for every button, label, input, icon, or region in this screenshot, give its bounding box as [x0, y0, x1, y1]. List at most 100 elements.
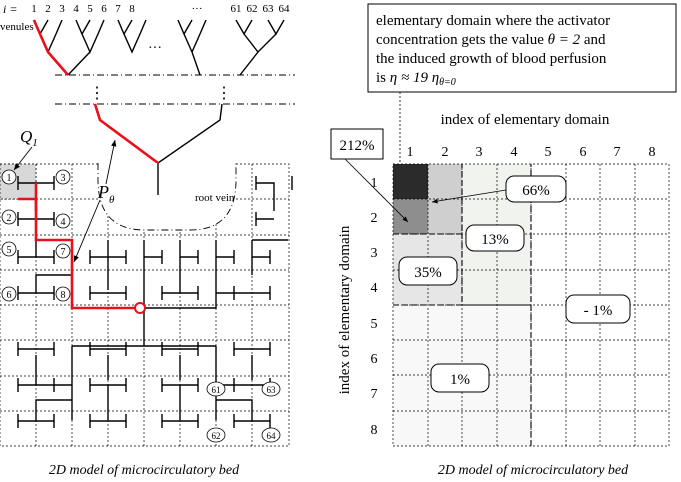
p-theta-arrow-up [105, 139, 117, 185]
label-66: 66% [522, 183, 550, 199]
red-path-endpoint [134, 302, 146, 314]
callout-box [367, 3, 677, 93]
row-index: 1 [371, 176, 378, 191]
column-indices: 1 2 3 4 5 6 7 8 [407, 145, 656, 160]
root-vein-branches [94, 103, 223, 164]
top-index: 63 [263, 3, 275, 15]
callout-line2: concentration gets the value θ = 2 and [376, 32, 606, 48]
p-theta-label: Pθ [97, 182, 115, 206]
top-index: 1 [31, 3, 37, 15]
circled-label: 6 [1, 286, 17, 302]
top-indices: 1 2 3 4 5 6 7 8 ··· 61 62 63 64 [31, 3, 290, 15]
column-index: 4 [511, 145, 518, 160]
column-index: 8 [649, 145, 656, 160]
top-index: 3 [59, 3, 65, 15]
cell-1-1 [393, 164, 428, 199]
svg-text:2: 2 [7, 213, 12, 224]
label-1-box [430, 363, 490, 393]
cell-2-1 [393, 199, 428, 234]
label-1: 1% [450, 372, 470, 388]
column-index: 3 [476, 145, 483, 160]
svg-text:8: 8 [61, 290, 66, 301]
top-axis-label: index of elementary domain [441, 112, 610, 128]
circled-label: 7 [55, 243, 71, 259]
top-index: 5 [87, 3, 93, 15]
circled-label: 8 [55, 286, 71, 302]
root-vein-outline [97, 163, 237, 231]
label-66-box [505, 175, 567, 203]
zone-boundaries [393, 164, 532, 446]
top-index: 8 [129, 3, 135, 15]
circled-label: 63 [261, 381, 281, 397]
mid-ellipsis: ··· [148, 41, 162, 56]
row-index: 4 [371, 281, 378, 296]
circled-label: 64 [261, 427, 281, 443]
h-tree-network [17, 176, 293, 428]
circled-label: 1 [1, 169, 17, 185]
arrow-212 [344, 158, 409, 223]
svg-text:64: 64 [267, 431, 277, 441]
row-index: 6 [371, 352, 378, 367]
circled-label: 62 [206, 427, 226, 443]
left-panel: i = 1 2 3 4 5 6 7 8 ··· 61 62 63 64 venu… [0, 2, 295, 478]
label-212: 212% [340, 138, 375, 154]
top-index: 64 [279, 3, 291, 15]
row-index: 7 [371, 387, 378, 402]
vdots: ⋮ [89, 85, 105, 102]
label-35: 35% [414, 265, 442, 281]
circled-labels: 1 3 2 4 5 7 6 8 61 63 62 64 [1, 169, 281, 443]
q1-arrow [13, 146, 33, 171]
label-35-box [398, 256, 458, 286]
column-index: 7 [614, 145, 621, 160]
label-212-box [330, 128, 384, 160]
root-vein-label: root vein [195, 192, 235, 204]
red-path-start [18, 197, 38, 211]
column-index: 2 [442, 145, 449, 160]
svg-text:61: 61 [212, 385, 221, 395]
top-index: 2 [45, 3, 51, 15]
column-index: 5 [545, 145, 552, 160]
right-panel: elementary domain where the activator co… [330, 3, 677, 478]
callout-line4: is η ≈ 19 ηθ=0 [376, 70, 456, 88]
top-index: 62 [247, 3, 258, 15]
venules-label: venules [0, 21, 34, 33]
row-index: 2 [371, 211, 378, 226]
circled-label: 61 [206, 381, 226, 397]
row-index: 3 [371, 246, 378, 261]
svg-text:1: 1 [7, 173, 12, 184]
right-caption: 2D model of microcirculatory bed [438, 463, 629, 478]
callout-line3: the induced growth of blood perfusion [376, 51, 607, 67]
row-index: 8 [371, 423, 378, 438]
label-neg1: - 1% [584, 303, 613, 319]
i-label: i = [3, 2, 17, 16]
svg-text:7: 7 [61, 247, 66, 258]
callout-line1: elementary domain where the activator [376, 13, 610, 29]
svg-text:62: 62 [212, 431, 221, 441]
top-index: 4 [73, 3, 79, 15]
left-caption: 2D model of microcirculatory bed [49, 463, 240, 478]
column-index: 6 [580, 145, 587, 160]
p-theta-arrow-down [73, 199, 101, 263]
svg-text:63: 63 [267, 385, 277, 395]
top-index: 6 [101, 3, 107, 15]
top-index: 7 [115, 3, 121, 15]
vdots: ⋮ [216, 85, 232, 102]
label-13-box [465, 224, 525, 252]
top-index: 61 [231, 3, 242, 15]
svg-text:5: 5 [7, 245, 12, 256]
top-ellipsis: ··· [192, 3, 203, 15]
row-indices: 1 2 3 4 5 6 7 8 [371, 176, 378, 438]
circled-label: 5 [1, 241, 17, 257]
red-path-top [32, 19, 69, 76]
row-index: 5 [371, 317, 378, 332]
circled-label: 4 [55, 213, 71, 229]
left-axis-label: index of elementary domain [337, 225, 353, 394]
svg-text:6: 6 [7, 290, 12, 301]
svg-text:3: 3 [61, 173, 66, 184]
arrow-66 [431, 189, 507, 204]
label-neg1-box [565, 294, 631, 324]
circled-label: 2 [1, 209, 17, 225]
q1-label: Q1 [20, 127, 38, 149]
label-13: 13% [481, 232, 509, 248]
